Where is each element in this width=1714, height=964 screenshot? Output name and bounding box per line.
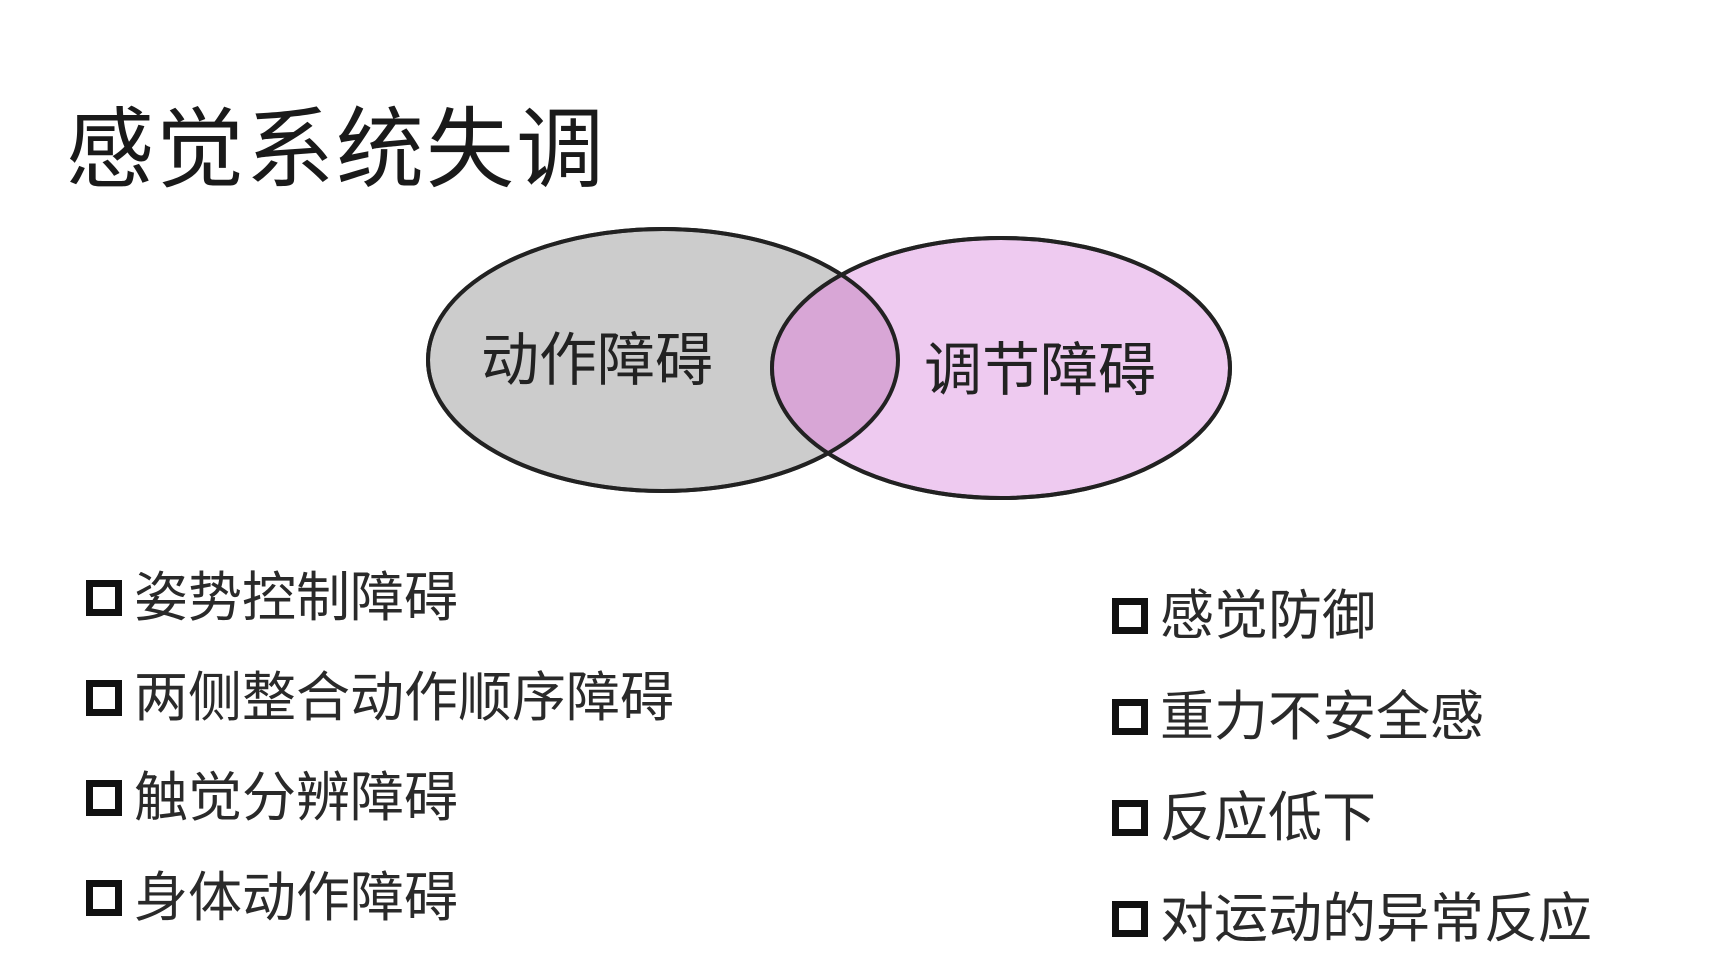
venn-right-outline <box>770 236 1232 500</box>
list-item: 姿势控制障碍 <box>86 568 674 628</box>
right-list: 感觉防御 重力不安全感 反应低下 对运动的异常反应 <box>1112 586 1592 964</box>
square-checkbox-icon <box>86 880 122 916</box>
square-checkbox-icon <box>86 680 122 716</box>
venn-right-label: 调节障碍 <box>924 336 1156 404</box>
list-item-label: 反应低下 <box>1160 786 1376 849</box>
list-item: 触觉分辨障碍 <box>86 768 674 828</box>
square-checkbox-icon <box>1112 901 1148 937</box>
list-item-label: 触觉分辨障碍 <box>134 766 458 829</box>
list-item-label: 对运动的异常反应 <box>1160 887 1592 950</box>
list-item: 两侧整合动作顺序障碍 <box>86 668 674 728</box>
list-item-label: 感觉防御 <box>1160 584 1376 647</box>
list-item-label: 重力不安全感 <box>1160 685 1484 748</box>
list-item: 感觉防御 <box>1112 586 1592 646</box>
list-item-label: 身体动作障碍 <box>134 866 458 929</box>
list-item: 反应低下 <box>1112 788 1592 848</box>
square-checkbox-icon <box>1112 598 1148 634</box>
left-list: 姿势控制障碍 两侧整合动作顺序障碍 触觉分辨障碍 身体动作障碍 <box>86 568 674 964</box>
venn-left-outline <box>426 227 900 493</box>
list-item: 对运动的异常反应 <box>1112 889 1592 949</box>
list-item-label: 姿势控制障碍 <box>134 566 458 629</box>
square-checkbox-icon <box>86 580 122 616</box>
venn-left-label: 动作障碍 <box>481 326 713 394</box>
square-checkbox-icon <box>1112 699 1148 735</box>
list-item: 重力不安全感 <box>1112 687 1592 747</box>
list-item-label: 两侧整合动作顺序障碍 <box>134 666 674 729</box>
square-checkbox-icon <box>1112 800 1148 836</box>
square-checkbox-icon <box>86 780 122 816</box>
list-item: 身体动作障碍 <box>86 868 674 928</box>
slide-title: 感觉系统失调 <box>66 98 607 201</box>
